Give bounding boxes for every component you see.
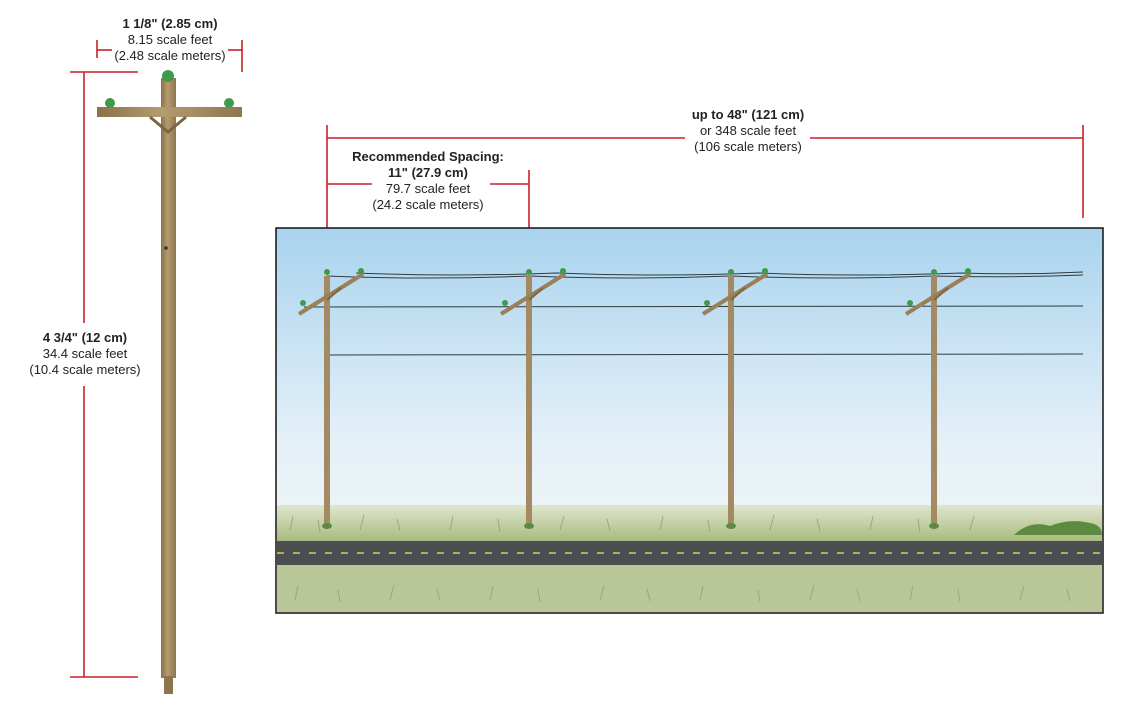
spacing-feet: 79.7 scale feet	[385, 181, 471, 196]
spacing-heading: Recommended Spacing:	[352, 149, 504, 164]
insulator-left	[105, 98, 115, 108]
pole-shaft	[161, 78, 176, 678]
road	[277, 541, 1102, 565]
single-pole	[97, 70, 242, 694]
shrub	[1014, 521, 1102, 535]
max-span-primary: up to 48" (121 cm)	[691, 107, 805, 122]
insulator	[704, 300, 710, 306]
insulator	[965, 268, 971, 274]
scene-pole	[904, 268, 972, 529]
width-dim-primary: 1 1/8" (2.85 cm)	[122, 16, 218, 31]
max-span-meters: (106 scale meters)	[694, 139, 802, 154]
width-dim-meters: (2.48 scale meters)	[114, 48, 226, 63]
scene-poles	[297, 268, 972, 529]
spacing-primary: 11" (27.9 cm)	[388, 165, 468, 180]
insulator	[358, 268, 364, 274]
crossarm	[97, 107, 242, 117]
insulator	[931, 269, 937, 275]
spacing-label: Recommended Spacing: 11" (27.9 cm) 79.7 …	[336, 149, 520, 213]
insulator	[526, 269, 532, 275]
scene-panel	[275, 227, 1104, 614]
height-dim-meters: (10.4 scale meters)	[29, 362, 141, 377]
pole-base-pin	[164, 676, 173, 694]
insulator	[300, 300, 306, 306]
insulator	[324, 269, 330, 275]
spacing-meters: (24.2 scale meters)	[372, 197, 484, 212]
insulator	[762, 268, 768, 274]
height-dim-primary: 4 3/4" (12 cm)	[42, 330, 128, 345]
scene-pole	[297, 268, 365, 529]
height-dim-feet: 34.4 scale feet	[42, 346, 128, 361]
max-span-label: up to 48" (121 cm) or 348 scale feet (10…	[672, 107, 824, 155]
max-span-feet: or 348 scale feet	[699, 123, 797, 138]
insulator-top	[162, 70, 174, 82]
width-dimension-label: 1 1/8" (2.85 cm) 8.15 scale feet (2.48 s…	[100, 16, 240, 64]
insulator	[728, 269, 734, 275]
crossarm-brace	[149, 115, 187, 134]
insulator	[907, 300, 913, 306]
insulator	[560, 268, 566, 274]
grass-near	[277, 565, 1102, 612]
insulator-right	[224, 98, 234, 108]
scene-pole	[499, 268, 567, 529]
height-dimension-label: 4 3/4" (12 cm) 34.4 scale feet (10.4 sca…	[14, 330, 156, 378]
scene-pole	[701, 268, 769, 529]
grass-far	[277, 505, 1102, 541]
width-dim-feet: 8.15 scale feet	[127, 32, 213, 47]
insulator	[502, 300, 508, 306]
